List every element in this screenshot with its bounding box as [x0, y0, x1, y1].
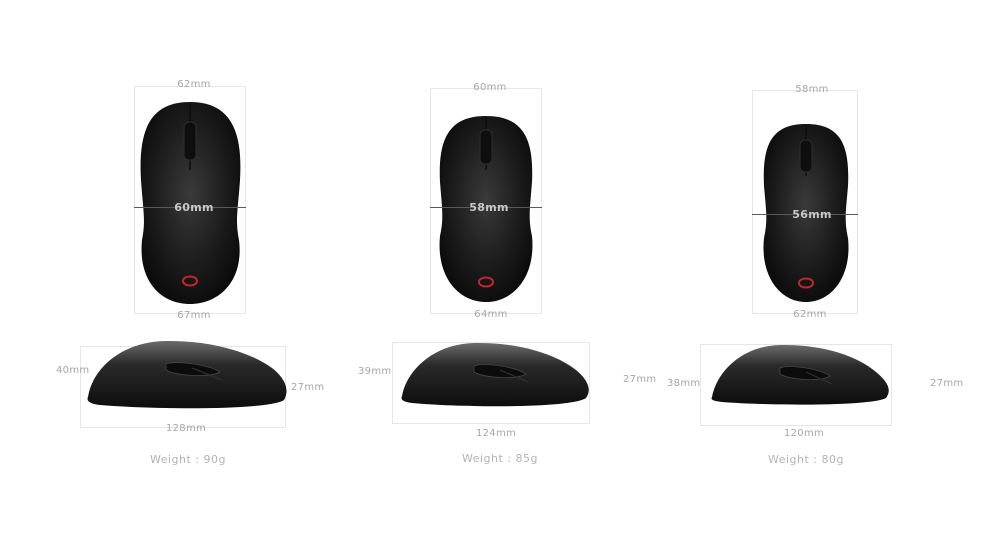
mouse-2-top-dimension-box [430, 88, 542, 314]
mouse-1-bottom-width-label: 67mm [177, 310, 211, 321]
mouse-3-weight-label: Weight : 80g [767, 453, 845, 466]
mouse-2-length-label: 124mm [475, 428, 517, 439]
mouse-3-length-label: 120mm [783, 428, 825, 439]
mouse-1-rear-height-label: 27mm [291, 382, 325, 393]
mouse-2-bottom-width-label: 64mm [474, 309, 508, 320]
mouse-1-grip-line [134, 207, 246, 208]
mouse-2-grip-line [430, 207, 542, 208]
mouse-2-side-dimension-box [392, 342, 590, 424]
mouse-3-grip-line [752, 214, 858, 215]
mouse-1-grip-width-label: 60mm [174, 201, 214, 214]
mouse-3-top-dimension-box [752, 90, 858, 314]
mouse-1-top-dimension-box [134, 86, 246, 314]
mouse-1-length-label: 128mm [165, 423, 207, 434]
mouse-2-grip-width-label: 58mm [469, 201, 509, 214]
mouse-1-front-height-label: 40mm [56, 365, 90, 376]
mouse-3-top-width-label: 58mm [795, 84, 829, 95]
mouse-3-rear-height-label: 27mm [930, 378, 964, 389]
mouse-3-front-height-label: 38mm [667, 378, 701, 389]
mouse-2-front-height-label: 39mm [358, 366, 392, 377]
mouse-2-rear-height-label: 27mm [623, 374, 657, 385]
mouse-3-bottom-width-label: 62mm [793, 309, 827, 320]
mouse-2-top-width-label: 60mm [473, 82, 507, 93]
mouse-3-side-dimension-box [700, 344, 892, 426]
mouse-1-top-width-label: 62mm [177, 79, 211, 90]
mouse-2-weight-label: Weight : 85g [461, 452, 539, 465]
mouse-3-grip-width-label: 56mm [792, 208, 832, 221]
mouse-1-weight-label: Weight : 90g [149, 453, 227, 466]
